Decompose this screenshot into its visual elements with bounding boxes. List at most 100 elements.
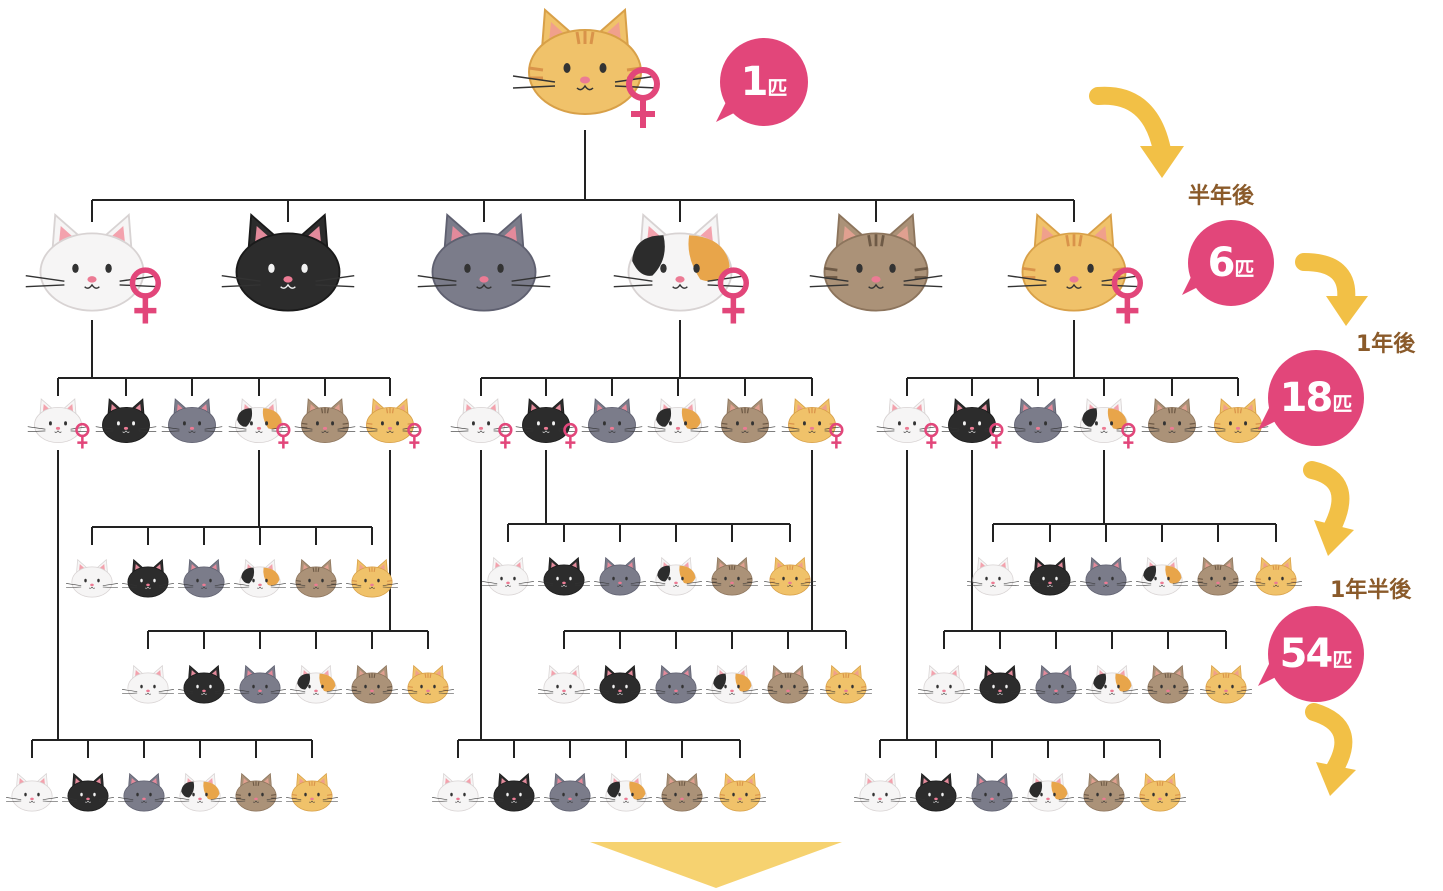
cat-gray-icon [544, 772, 596, 812]
cat-gray-icon [178, 558, 230, 598]
cat-gray-icon [234, 664, 286, 704]
cat-orange-icon [402, 664, 454, 704]
female-symbol-icon [1121, 422, 1136, 449]
cat-brown-icon [1142, 664, 1194, 704]
cat-gray-icon [1080, 556, 1132, 596]
cat-white-icon [122, 664, 174, 704]
female-symbol-icon [276, 422, 291, 449]
female-symbol-icon [1111, 267, 1143, 324]
cat-calico-icon [290, 664, 342, 704]
cat-calico-icon [228, 398, 290, 444]
female-symbol-icon [563, 422, 578, 449]
cat-calico-icon [234, 558, 286, 598]
time-arrow-icon [1295, 253, 1356, 309]
cat-gray-icon [966, 772, 1018, 812]
cat-brown-icon [762, 664, 814, 704]
cat-orange-icon [764, 556, 816, 596]
cat-calico-icon [600, 772, 652, 812]
count-number: 54 [1279, 631, 1334, 677]
time-label-half-year: 半年後 [1188, 184, 1255, 209]
cat-brown-icon [656, 772, 708, 812]
cat-brown-icon [714, 398, 776, 444]
female-symbol-icon [498, 422, 513, 449]
cat-orange-icon [1134, 772, 1186, 812]
cat-brown-icon [1141, 398, 1203, 444]
female-symbol-icon [407, 422, 422, 449]
time-label-one-and-half-year: 1年半後 [1330, 578, 1412, 603]
count-number: 1 [740, 59, 769, 105]
cat-white-icon [538, 664, 590, 704]
time-label-one-year: 1年後 [1356, 332, 1416, 357]
cat-gray-icon [594, 556, 646, 596]
cat-white-icon [918, 664, 970, 704]
cat-white-icon [6, 772, 58, 812]
cat-white-icon [27, 398, 89, 444]
cat-brown-icon [1192, 556, 1244, 596]
cat-white-icon [854, 772, 906, 812]
cat-brown-icon [1078, 772, 1130, 812]
female-symbol-icon [717, 267, 749, 324]
count-unit: 匹 [767, 75, 788, 100]
count-number: 6 [1207, 240, 1236, 286]
cat-calico-icon [1136, 556, 1188, 596]
down-arrow-icon [590, 842, 842, 888]
cat-calico-icon [706, 664, 758, 704]
cat-orange-icon [1200, 664, 1252, 704]
cat-black-icon [178, 664, 230, 704]
cat-calico-icon [174, 772, 226, 812]
cat-black-icon [910, 772, 962, 812]
cat-white-icon [482, 556, 534, 596]
cat-orange-icon [346, 558, 398, 598]
cat-orange-icon [1250, 556, 1302, 596]
cat-gray-icon [1007, 398, 1069, 444]
cat-black-icon [1024, 556, 1076, 596]
time-arrow-icon [1089, 86, 1171, 159]
cat-orange-icon [714, 772, 766, 812]
cat-white-icon [450, 398, 512, 444]
cat-white-icon [967, 556, 1019, 596]
cat-black-icon [95, 398, 157, 444]
cat-black-icon [488, 772, 540, 812]
time-arrow-icon [1303, 461, 1350, 537]
female-symbol-icon [989, 422, 1004, 449]
cat-gray-icon [1030, 664, 1082, 704]
cat-brown-icon [230, 772, 282, 812]
count-number: 18 [1279, 375, 1334, 421]
cat-calico-icon [650, 556, 702, 596]
time-arrow-head [1140, 146, 1184, 178]
cat-brown-icon [809, 213, 943, 312]
cat-black-icon [538, 556, 590, 596]
cat-black-icon [594, 664, 646, 704]
cat-orange-icon [359, 398, 421, 444]
cat-calico-icon [1086, 664, 1138, 704]
cat-orange-icon [1207, 398, 1269, 444]
count-unit: 匹 [1332, 647, 1353, 672]
female-symbol-icon [129, 267, 162, 324]
cat-gray-icon [417, 213, 551, 312]
cat-orange-icon [820, 664, 872, 704]
cat-gray-icon [118, 772, 170, 812]
cat-brown-icon [706, 556, 758, 596]
cat-brown-icon [294, 398, 356, 444]
cat-calico-icon [647, 398, 709, 444]
count-unit: 匹 [1332, 391, 1353, 416]
cat-black-icon [974, 664, 1026, 704]
cat-orange-icon [512, 7, 658, 115]
cat-gray-icon [581, 398, 643, 444]
cat-orange-icon [1007, 213, 1141, 312]
cat-black-icon [941, 398, 1003, 444]
female-symbol-icon [626, 67, 660, 128]
cat-gray-icon [161, 398, 223, 444]
cat-calico-icon [1022, 772, 1074, 812]
cat-orange-icon [781, 398, 843, 444]
cat-black-icon [221, 213, 355, 312]
female-symbol-icon [75, 422, 90, 449]
time-arrow-icon [1305, 703, 1353, 779]
time-arrow-head [1314, 520, 1354, 556]
